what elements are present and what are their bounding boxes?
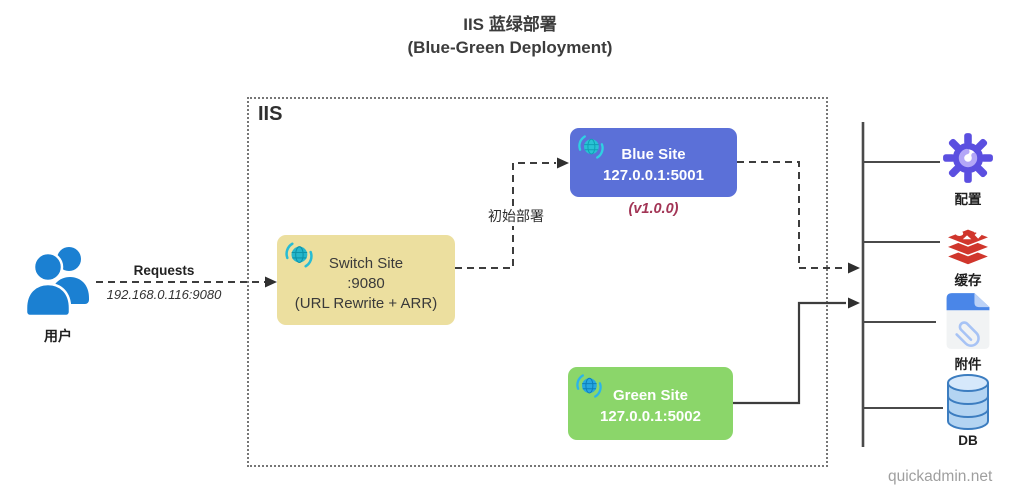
user-label: 用户 — [44, 328, 72, 344]
page-title-line2: (Blue-Green Deployment) — [407, 38, 613, 57]
requests-edge-label: Requests — [133, 263, 195, 278]
iis-group-label: IIS — [258, 103, 283, 125]
blue-site-name: Blue Site — [621, 146, 686, 163]
switch-site-node: Switch Site :9080 (URL Rewrite + ARR) — [277, 235, 455, 325]
initial-deploy-label: 初始部署 — [478, 206, 554, 226]
page-title-line1: IIS 蓝绿部署 — [463, 15, 557, 34]
switch-site-name: Switch Site — [328, 255, 404, 272]
green-site-address: 127.0.0.1:5002 — [600, 408, 701, 425]
resource-config-label: 配置 — [954, 192, 982, 207]
iis-site-icon — [578, 135, 604, 159]
resource-bus-line — [861, 122, 943, 447]
green-site-name: Green Site — [612, 387, 689, 404]
users-icon — [24, 247, 89, 318]
resource-database-label: DB — [958, 433, 978, 448]
requests-edge-address: 192.168.0.116:9080 — [106, 287, 222, 302]
blue-site-address: 127.0.0.1:5001 — [603, 167, 704, 184]
iis-site-icon — [285, 242, 313, 268]
resource-database: DB — [936, 373, 1000, 448]
resource-attachment: 附件 — [936, 291, 1000, 373]
blue-site-node: Blue Site 127.0.0.1:5001 — [570, 128, 737, 197]
resource-config: 配置 — [936, 130, 1000, 208]
resource-cache: 缓存 — [936, 223, 1000, 289]
resource-cache-label: 缓存 — [954, 273, 982, 288]
iis-site-icon — [576, 374, 602, 398]
attachment-file-icon — [946, 293, 990, 349]
gear-icon — [943, 133, 993, 183]
resource-attachment-label: 附件 — [954, 357, 982, 372]
green-site-node: Green Site 127.0.0.1:5002 — [568, 367, 733, 440]
blue-site-version: (v1.0.0) — [628, 201, 679, 217]
database-icon — [947, 374, 989, 430]
switch-site-modules: (URL Rewrite + ARR) — [294, 295, 438, 312]
watermark: quickadmin.net — [888, 468, 993, 485]
switch-site-port: :9080 — [347, 275, 385, 292]
page-title: IIS 蓝绿部署 (Blue-Green Deployment) — [0, 13, 1020, 59]
user-node: 用户 — [20, 244, 96, 346]
redis-cache-icon — [945, 224, 991, 266]
